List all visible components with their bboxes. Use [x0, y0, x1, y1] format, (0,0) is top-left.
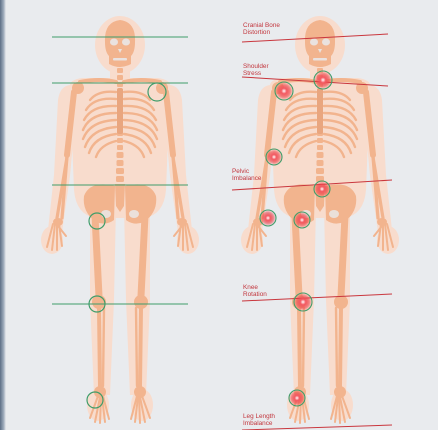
label-cranial-bone-distortion: Cranial Bone Distortion: [243, 22, 280, 37]
balanced-skeleton: [41, 16, 199, 423]
label-knee-rotation: Knee Rotation: [243, 284, 267, 299]
label-pelvic-imbalance: Pelvic Imbalance: [232, 168, 262, 183]
label-leg-length-imbalance: Leg Length Imbalance: [243, 413, 275, 428]
label-shoulder-stress: Shoulder Stress: [243, 63, 269, 78]
